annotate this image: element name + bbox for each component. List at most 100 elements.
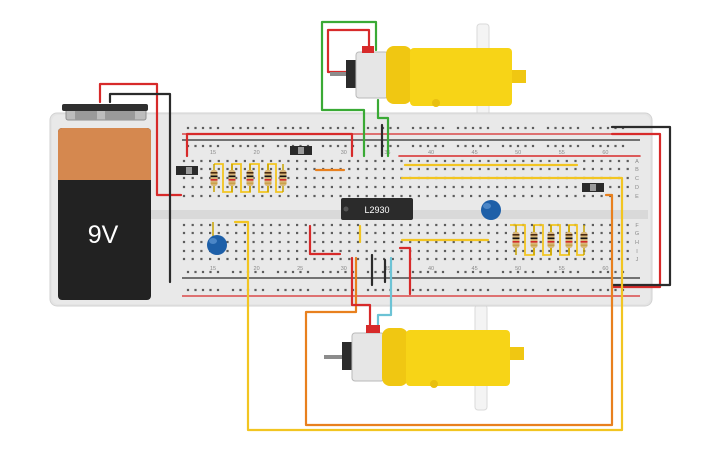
breadboard-hole	[496, 257, 499, 261]
slide-switch-right[interactable]	[582, 183, 604, 192]
resistor[interactable]	[264, 164, 272, 192]
breadboard-hole	[209, 167, 212, 171]
column-number-top: 30	[341, 150, 347, 156]
breadboard-hole	[252, 257, 255, 261]
slide-switch-left[interactable]	[176, 166, 198, 175]
breadboard-hole	[261, 144, 265, 148]
motor-bottom[interactable]	[324, 325, 524, 388]
column-number-bottom: 30	[341, 266, 347, 272]
breadboard-hole	[209, 144, 212, 148]
breadboard-hole	[365, 194, 368, 198]
breadboard-hole	[391, 223, 394, 227]
breadboard-hole	[443, 257, 447, 261]
resistor[interactable]	[228, 164, 236, 192]
breadboard-hole	[513, 249, 516, 253]
breadboard-hole	[329, 288, 332, 292]
breadboard-hole	[486, 126, 490, 130]
breadboard-hole	[396, 144, 400, 148]
breadboard-hole	[391, 231, 394, 235]
breadboard-hole	[417, 257, 420, 261]
resistor[interactable]	[246, 164, 254, 192]
column-number-top: 50	[515, 150, 521, 156]
capacitor-right[interactable]	[481, 200, 501, 220]
breadboard-hole	[186, 288, 190, 292]
breadboard-hole	[374, 288, 377, 292]
breadboard-hole	[400, 223, 403, 227]
resistor[interactable]	[547, 225, 555, 255]
breadboard-hole	[356, 223, 360, 227]
breadboard-hole	[200, 176, 203, 180]
breadboard-hole	[600, 167, 603, 171]
breadboard-hole	[329, 144, 332, 148]
breadboard-hole	[287, 240, 290, 244]
breadboard-hole	[443, 240, 447, 244]
row-letter-top: C	[635, 176, 639, 182]
breadboard-hole	[243, 167, 246, 171]
capacitor-left[interactable]	[207, 222, 227, 255]
breadboard-hole	[209, 159, 212, 163]
breadboard-hole	[417, 167, 420, 171]
resistor[interactable]	[580, 225, 588, 255]
breadboard-hole	[452, 257, 455, 261]
breadboard-hole	[554, 288, 557, 292]
breadboard-hole	[569, 126, 572, 130]
breadboard-hole	[409, 194, 412, 198]
motor-top[interactable]	[330, 46, 526, 107]
breadboard-hole	[400, 231, 403, 235]
breadboard-hole	[261, 185, 264, 189]
slide-switch-middle[interactable]	[290, 146, 312, 155]
breadboard-hole	[209, 270, 212, 274]
breadboard-hole	[348, 167, 351, 171]
breadboard-hole	[574, 194, 577, 198]
breadboard-hole	[487, 240, 490, 244]
resistor[interactable]	[279, 164, 287, 192]
breadboard-hole	[504, 167, 507, 171]
breadboard-hole	[524, 288, 527, 292]
breadboard-hole	[426, 144, 430, 148]
breadboard-hole	[591, 144, 595, 148]
breadboard-hole	[383, 231, 386, 235]
resistor[interactable]	[210, 164, 218, 192]
wire-red-short	[398, 246, 412, 296]
breadboard-hole	[299, 126, 302, 130]
breadboard-hole	[339, 257, 342, 261]
breadboard-hole	[374, 194, 377, 198]
breadboard-hole	[609, 240, 612, 244]
breadboard-hole	[243, 240, 246, 244]
breadboard-hole	[626, 223, 629, 227]
breadboard-hole	[374, 249, 377, 253]
breadboard-hole	[496, 240, 499, 244]
breadboard-hole	[374, 144, 377, 148]
breadboard-hole	[391, 257, 394, 261]
breadboard-hole	[606, 126, 610, 130]
breadboard-hole	[461, 159, 464, 163]
battery-9v[interactable]: 9V	[58, 104, 151, 300]
l293-chip[interactable]: L2930	[341, 198, 413, 220]
breadboard-hole	[443, 249, 447, 253]
breadboard-hole	[235, 185, 238, 189]
breadboard-hole	[565, 167, 568, 171]
breadboard-hole	[304, 257, 307, 261]
breadboard-hole	[617, 231, 621, 235]
resistor[interactable]	[565, 225, 573, 255]
column-number-top: 60	[602, 150, 608, 156]
breadboard-hole	[313, 249, 316, 253]
breadboard-hole	[391, 167, 394, 171]
resistor[interactable]	[530, 225, 538, 255]
breadboard-hole	[565, 249, 568, 253]
column-number-top: 40	[428, 150, 434, 156]
breadboard-hole	[626, 249, 629, 253]
breadboard-hole	[278, 231, 281, 235]
breadboard-hole	[313, 240, 316, 244]
breadboard-hole	[191, 176, 194, 180]
breadboard-hole	[217, 185, 220, 189]
breadboard-hole	[411, 270, 415, 274]
breadboard-hole	[269, 185, 273, 189]
resistor[interactable]	[512, 225, 520, 255]
breadboard-hole	[479, 126, 482, 130]
breadboard-hole	[617, 223, 621, 227]
breadboard-hole	[348, 185, 351, 189]
breadboard-hole	[339, 240, 342, 244]
breadboard-hole	[591, 126, 595, 130]
breadboard-hole	[411, 126, 415, 130]
